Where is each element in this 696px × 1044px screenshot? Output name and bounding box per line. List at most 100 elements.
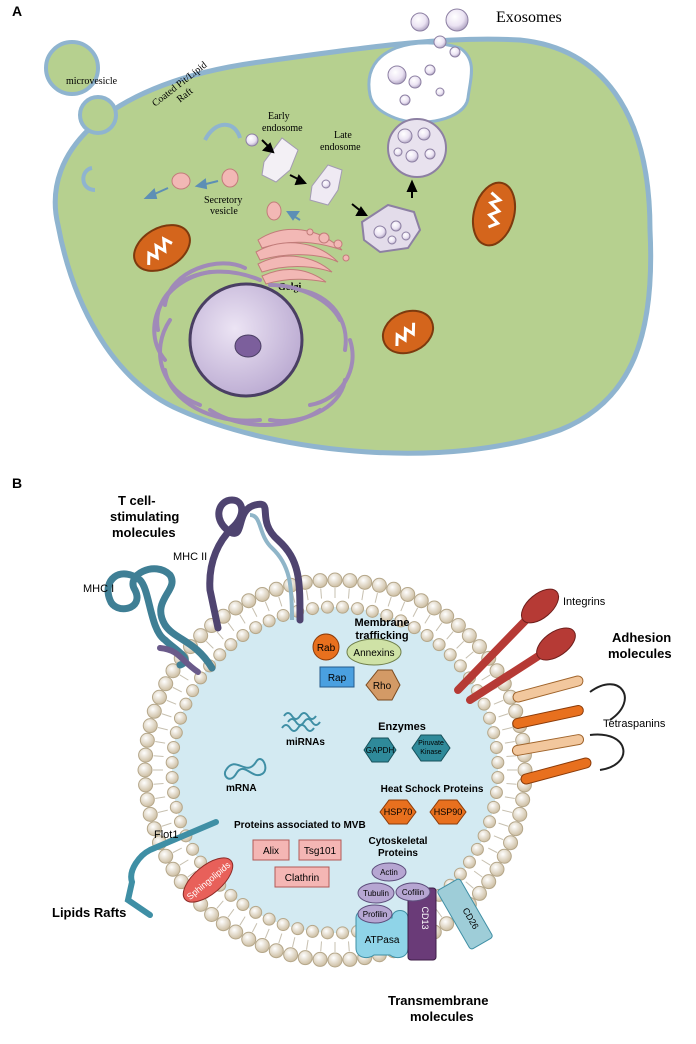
- lipid-head: [453, 867, 467, 881]
- lipid-head: [262, 912, 276, 926]
- piruvate-kinase-label-1: Piruvate: [418, 740, 444, 747]
- lipid-head: [249, 621, 263, 635]
- lipid-head: [169, 800, 183, 814]
- tubulin-label: Tubulin: [363, 889, 389, 898]
- cofilin-label: Cofilin: [402, 888, 424, 897]
- mvb-proteins-title: Proteins associated to MVB: [234, 820, 366, 831]
- lipid-head: [481, 874, 497, 890]
- lipid-head: [407, 621, 421, 635]
- late-endosome-label-1: Late: [334, 130, 352, 141]
- lipid-head: [173, 711, 187, 725]
- golgi-apparatus: [255, 228, 350, 285]
- mhc-ii-chain: [206, 496, 304, 632]
- mitochondrion-2: [471, 181, 517, 247]
- lipid-head: [426, 600, 442, 616]
- lipid-head: [262, 614, 276, 628]
- lipid-head: [312, 951, 328, 967]
- lipid-head: [508, 703, 524, 719]
- piruvate-kinase-shape: [411, 734, 451, 762]
- lipid-head: [489, 663, 505, 679]
- lipid-head: [305, 924, 319, 938]
- lipid-rafts-group: Lipids Rafts: [52, 905, 126, 920]
- lipid-head: [439, 608, 455, 624]
- mitochondrion-1: [133, 224, 191, 272]
- lipid-head: [443, 648, 457, 662]
- cofilin-shape: [395, 882, 431, 902]
- lipid-head: [249, 905, 263, 919]
- lipid-head: [496, 848, 512, 864]
- alix-shape: [252, 839, 290, 861]
- lipid-head: [461, 628, 477, 644]
- mirnas-label: miRNAs: [286, 737, 325, 748]
- lipid-head: [193, 628, 209, 644]
- enzymes-title: Enzymes: [378, 721, 426, 733]
- lipid-head: [268, 581, 284, 597]
- lipid-head: [351, 602, 365, 616]
- coated-pit: [203, 122, 242, 142]
- lipid-head: [471, 639, 487, 655]
- mvb1-vesicles: [373, 220, 411, 245]
- tubulin-shape: [357, 882, 395, 904]
- lipid-head: [489, 786, 503, 800]
- membrane-trafficking-title-1: Membrane: [354, 617, 409, 629]
- lipid-head: [276, 918, 290, 932]
- lipid-head: [186, 684, 200, 698]
- lipid-head: [508, 821, 524, 837]
- lipid-head: [146, 821, 162, 837]
- secretory-vesicles: [171, 168, 282, 221]
- lipid-head: [276, 608, 290, 622]
- flot1-protein: [124, 819, 219, 918]
- lipid-head: [186, 842, 200, 856]
- secretory-vesicle-label-1: Secretory: [204, 195, 242, 206]
- lipid-head: [165, 771, 179, 785]
- microvesicles: [44, 40, 118, 135]
- lipid-head: [204, 906, 220, 922]
- hsp70-shape: [379, 799, 417, 825]
- cytoskeletal-title-1: Cytoskeletal: [369, 836, 428, 847]
- secretory-vesicle-label-2: vesicle: [210, 206, 238, 217]
- actin-label: Actin: [380, 868, 398, 877]
- lipid-head: [471, 885, 487, 901]
- gapdh-shape: [363, 737, 397, 763]
- lipid-head: [386, 581, 402, 597]
- hsp90-shape: [429, 799, 467, 825]
- exosome-particles: [387, 8, 469, 106]
- lipid-head: [342, 951, 358, 967]
- lipid-head: [503, 835, 519, 851]
- clathrin-label: Clathrin: [285, 873, 319, 884]
- lipid-head: [305, 602, 319, 616]
- nucleolus: [234, 334, 262, 358]
- atpasa-label: ATPasa: [365, 935, 400, 946]
- mhc-ii-chain-b: [249, 513, 294, 621]
- lipid-head: [515, 792, 531, 808]
- alix-label: Alix: [263, 846, 279, 857]
- lipid-head: [138, 777, 154, 793]
- lipid-head: [146, 703, 162, 719]
- lipid-head: [394, 614, 408, 628]
- lipid-head: [165, 755, 179, 769]
- lipid-head: [327, 572, 343, 588]
- lipid-head: [169, 726, 183, 740]
- lipid-head: [477, 697, 491, 711]
- lipid-head: [477, 829, 491, 843]
- lipid-head: [142, 718, 158, 734]
- lipid-head: [489, 861, 505, 877]
- rap-label: Rap: [328, 673, 347, 684]
- t-cell-group-1: T cell-: [118, 493, 156, 508]
- lipid-head: [342, 573, 358, 589]
- lipid-head: [483, 711, 497, 725]
- lipid-head: [491, 755, 505, 769]
- lipid-head: [254, 586, 270, 602]
- lipid-head: [487, 800, 501, 814]
- lipid-head: [371, 577, 387, 593]
- mrna-label: mRNA: [226, 783, 257, 794]
- lipid-head: [357, 574, 373, 590]
- lipid-head: [137, 762, 153, 778]
- adhesion-group-2: molecules: [608, 646, 672, 661]
- lipid-head: [365, 604, 379, 618]
- lipid-head: [470, 842, 484, 856]
- microvesicle-label: microvesicle: [66, 76, 118, 87]
- lipid-head: [165, 861, 181, 877]
- lipid-head: [268, 943, 284, 959]
- lipid-head: [336, 926, 350, 940]
